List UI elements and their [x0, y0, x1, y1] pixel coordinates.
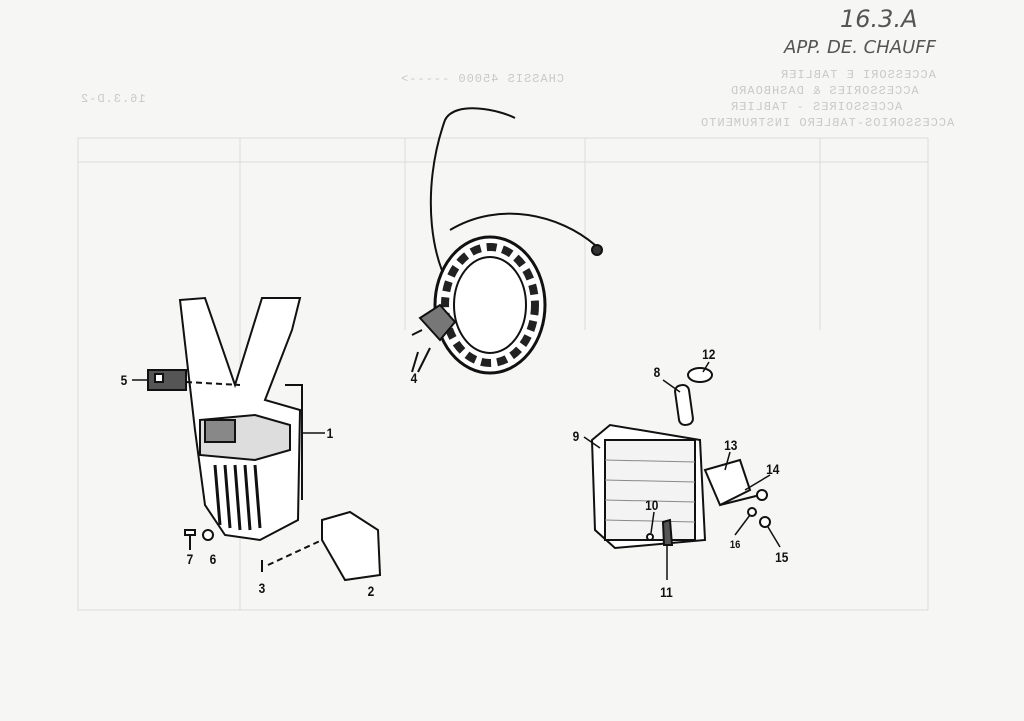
callout-13: 13	[724, 437, 738, 453]
callout-5: 5	[120, 372, 128, 388]
callout-4: 4	[410, 370, 418, 386]
heater-housing	[178, 296, 303, 542]
handwritten-title: APP. DE. CHAUFF	[784, 37, 936, 58]
callout-7: 7	[186, 551, 194, 567]
callout-12: 12	[702, 346, 716, 362]
callout-10: 10	[645, 497, 659, 513]
callout-15: 15	[775, 549, 789, 565]
callout-14: 14	[766, 461, 780, 477]
handwritten-ref: 16.3.A	[840, 5, 918, 33]
showthrough-table	[77, 137, 929, 611]
callout-2: 2	[367, 583, 375, 599]
callout-6: 6	[209, 551, 217, 567]
callout-11: 11	[660, 584, 673, 600]
screw-and-washer	[184, 529, 214, 550]
blower-fan	[411, 107, 603, 375]
leader-lines	[132, 361, 781, 580]
callout-9: 9	[572, 428, 580, 444]
callout-8: 8	[653, 364, 661, 380]
switch-part	[147, 369, 241, 391]
callout-3: 3	[258, 580, 266, 596]
heater-radiator	[590, 367, 771, 550]
callout-16: 16	[729, 539, 741, 551]
callout-1: 1	[326, 425, 334, 441]
duct-part	[261, 510, 382, 582]
